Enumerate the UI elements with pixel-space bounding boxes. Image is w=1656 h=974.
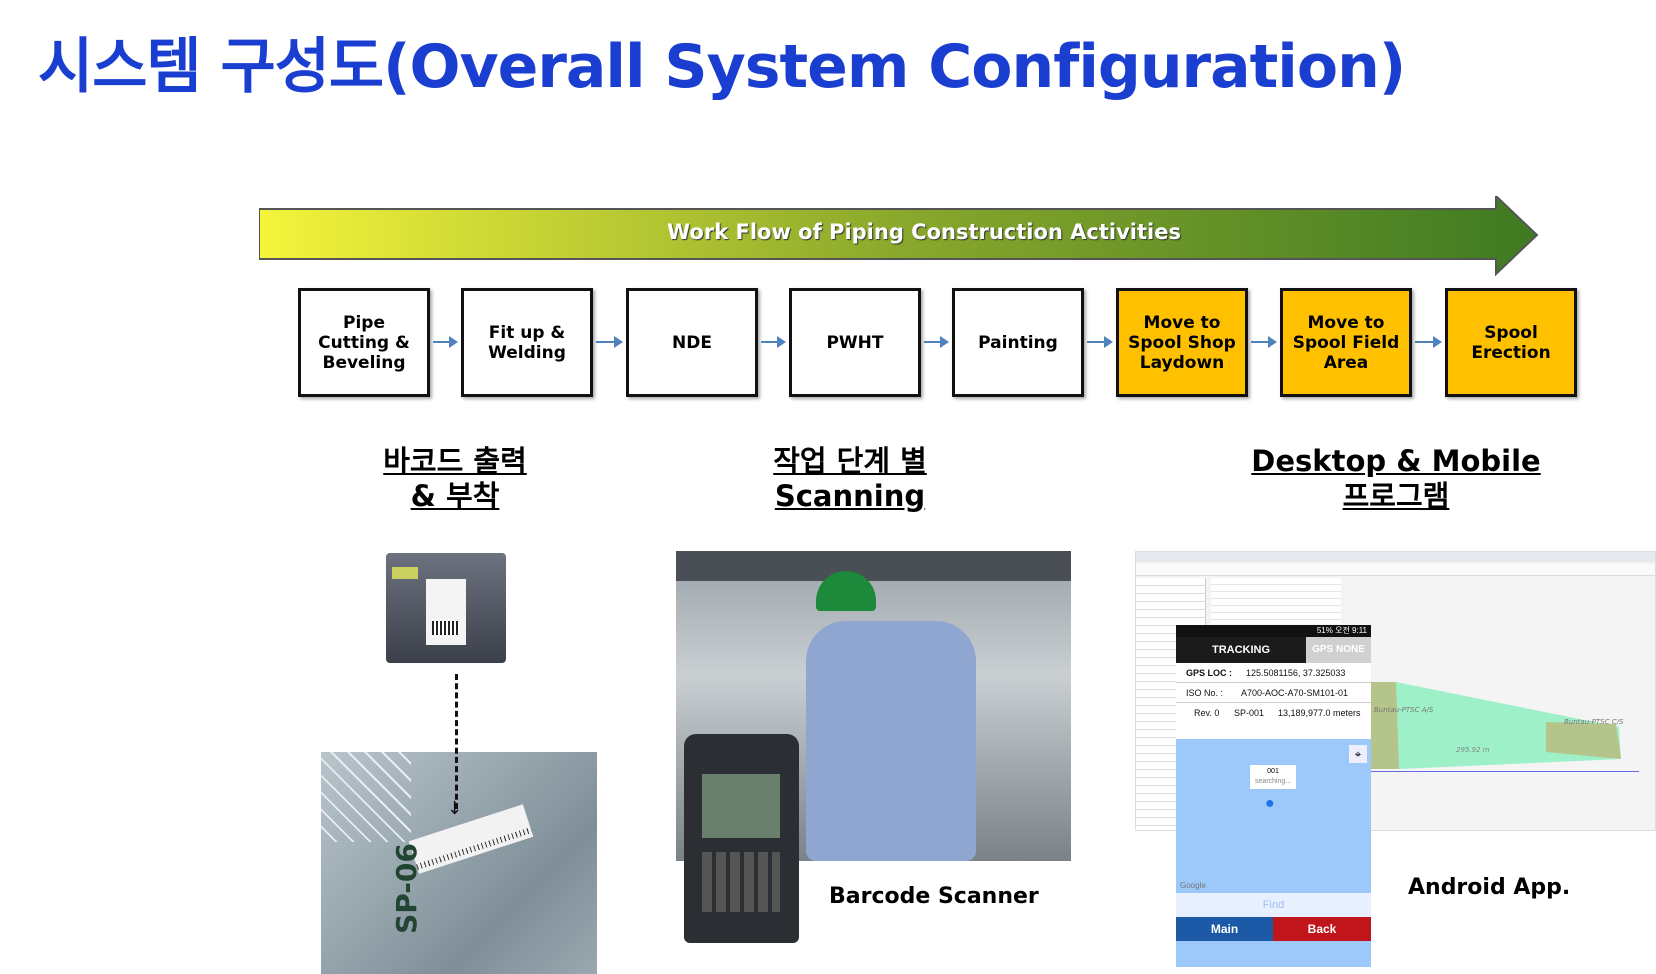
workflow-step: Move to Spool Field Area — [1280, 288, 1412, 397]
dashed-connector — [455, 674, 458, 809]
workflow-step: PWHT — [789, 288, 921, 397]
main-button[interactable]: Main — [1176, 917, 1273, 941]
worker-scanning-image — [676, 551, 1071, 861]
tab-tracking[interactable]: TRACKING — [1176, 637, 1306, 663]
barcode-printer-image — [382, 549, 514, 673]
caption-android-app: Android App. — [1408, 875, 1571, 900]
flow-arrow-icon — [1415, 336, 1442, 348]
workflow-step: Spool Erection — [1445, 288, 1577, 397]
flow-arrow-icon — [761, 336, 786, 348]
page-title: 시스템 구성도(Overall System Configuration) — [38, 32, 1406, 102]
back-button[interactable]: Back — [1273, 917, 1371, 941]
caption-barcode-scanner: Barcode Scanner — [829, 884, 1039, 909]
pipe-label-image: SP-06 — [321, 752, 597, 974]
flow-arrow-icon — [924, 336, 949, 348]
android-app-screenshot: 51% 오전 9:11 TRACKING GPS NONE GPS LOC : … — [1176, 625, 1371, 967]
find-button[interactable]: Find — [1176, 893, 1371, 917]
tab-gps[interactable]: GPS NONE — [1306, 637, 1371, 663]
locate-icon[interactable]: ⌖ — [1349, 745, 1367, 763]
barcode-scanner-image — [684, 734, 799, 943]
flow-arrow-icon — [596, 336, 623, 348]
workflow-step: Pipe Cutting & Beveling — [298, 288, 430, 397]
flow-arrow-icon — [1251, 336, 1277, 348]
workflow-step: NDE — [626, 288, 758, 397]
flow-arrow-icon — [1087, 336, 1113, 348]
workflow-step: Fit up & Welding — [461, 288, 593, 397]
workflow-step: Painting — [952, 288, 1084, 397]
heading-barcode: 바코드 출력& 부착 — [383, 444, 527, 513]
workflow-arrow — [259, 196, 1539, 276]
flow-arrow-icon — [433, 336, 458, 348]
workflow-label: Work Flow of Piping Construction Activit… — [667, 220, 1181, 244]
workflow-step: Move to Spool Shop Laydown — [1116, 288, 1248, 397]
map-pin-icon: ● — [1265, 795, 1275, 812]
arrow-down-icon: ↓ — [447, 798, 463, 819]
